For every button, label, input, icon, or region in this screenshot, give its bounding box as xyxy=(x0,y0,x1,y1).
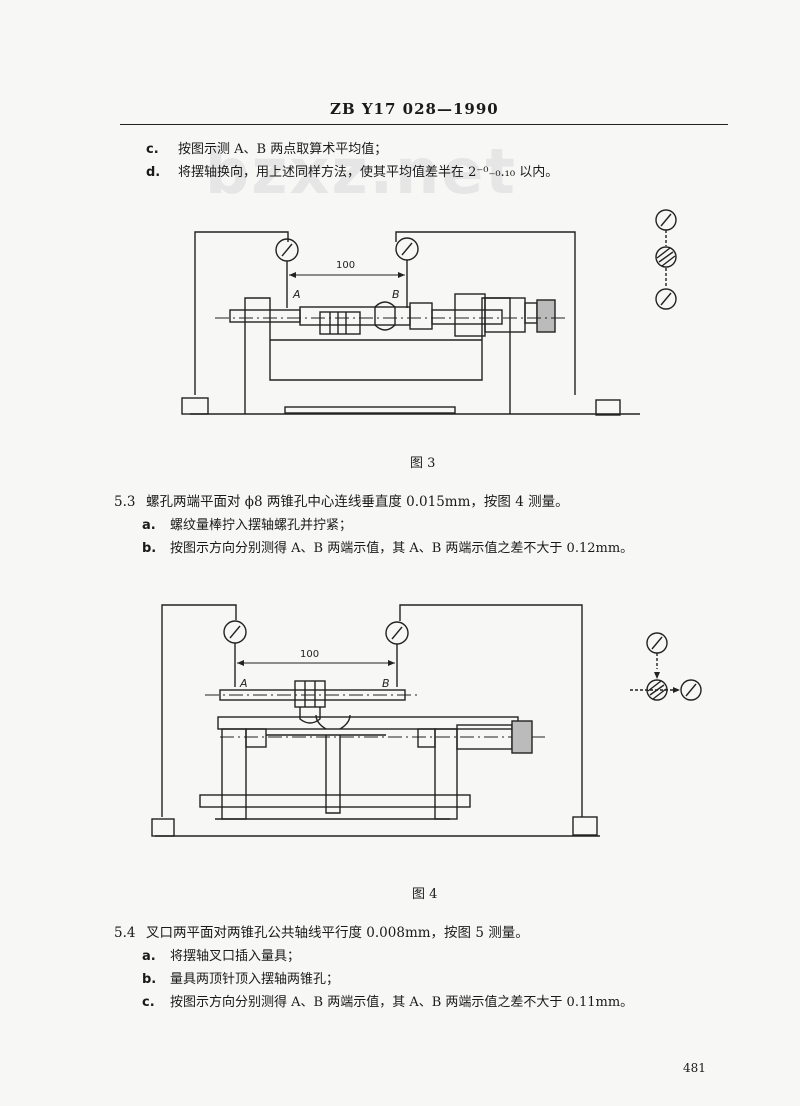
shaft-collar xyxy=(319,311,361,335)
section-title: 叉口两平面对两锥孔公共轴线平行度 0.008mm，按图 5 测量。 xyxy=(146,925,529,941)
indicator-symbol-right xyxy=(680,679,702,701)
page-header: ZB Y17 028—1990 xyxy=(330,100,499,118)
label-b: B xyxy=(392,288,400,301)
step-b: b. 按图示方向分别测得 A、B 两端示值，其 A、B 两端示值之差不大于 0.1… xyxy=(142,537,633,556)
indicator-symbol-bottom xyxy=(655,288,677,310)
step-text: 量具两顶针顶入摆轴两锥孔； xyxy=(170,972,340,987)
step-text: 按图示方向分别测得 A、B 两端示值，其 A、B 两端示值之差不大于 0.12m… xyxy=(170,541,634,556)
figure-3-drawing: A B 100 xyxy=(181,209,677,416)
label-a: A xyxy=(292,288,301,301)
step-letter: a. xyxy=(142,949,156,964)
step-text: 按图示测 A、B 两点取算术平均值； xyxy=(178,142,388,157)
watermark: bzxz.net xyxy=(205,135,517,208)
header-rule xyxy=(120,124,728,125)
label-b: B xyxy=(382,677,390,690)
step-letter: c. xyxy=(142,995,155,1010)
step-text: 将摆轴叉口插入量具； xyxy=(170,949,301,964)
step-letter: a. xyxy=(142,518,156,533)
step-d: d. 将摆轴换向，用上述同样方法，使其平均值差半在 2⁻⁰₋₀.₁₀ 以内。 xyxy=(146,161,558,180)
step-text: 按图示方向分别测得 A、B 两端示值，其 A、B 两端示值之差不大于 0.11m… xyxy=(170,995,634,1010)
knurled-knob xyxy=(536,299,556,333)
knurled-knob xyxy=(511,720,533,754)
step-a: a. 螺纹量棒拧入摆轴螺孔并拧紧； xyxy=(142,514,352,533)
hatched-section-symbol xyxy=(655,246,677,268)
figure-3-caption: 图 3 xyxy=(410,456,436,471)
section-5-3: 5.3 螺孔两端平面对 ϕ8 两锥孔中心连线垂直度 0.015mm，按图 4 测量… xyxy=(114,490,569,510)
label-a: A xyxy=(239,677,248,690)
page-number: 481 xyxy=(683,1061,706,1075)
section-number: 5.3 xyxy=(114,494,136,510)
dimension-label: 100 xyxy=(300,649,319,660)
figure-4-caption: 图 4 xyxy=(412,887,438,902)
step-c: c. 按图示测 A、B 两点取算术平均值； xyxy=(146,138,387,157)
figure-4-drawing: A B 100 xyxy=(151,604,702,837)
step-b: b. 量具两顶针顶入摆轴两锥孔； xyxy=(142,968,339,987)
step-letter: b. xyxy=(142,541,157,556)
step-c: c. 按图示方向分别测得 A、B 两端示值，其 A、B 两端示值之差不大于 0.1… xyxy=(142,991,633,1010)
step-a: a. 将摆轴叉口插入量具； xyxy=(142,945,300,964)
step-text: 螺纹量棒拧入摆轴螺孔并拧紧； xyxy=(170,518,353,533)
step-letter: c. xyxy=(146,142,159,157)
dimension-label: 100 xyxy=(336,260,355,271)
section-title: 螺孔两端平面对 ϕ8 两锥孔中心连线垂直度 0.015mm，按图 4 测量。 xyxy=(146,494,569,510)
step-letter: b. xyxy=(142,972,157,987)
section-5-4: 5.4 叉口两平面对两锥孔公共轴线平行度 0.008mm，按图 5 测量。 xyxy=(114,921,529,941)
section-number: 5.4 xyxy=(114,925,136,941)
step-text: 将摆轴换向，用上述同样方法，使其平均值差半在 2⁻⁰₋₀.₁₀ 以内。 xyxy=(178,165,559,180)
step-letter: d. xyxy=(146,165,161,180)
